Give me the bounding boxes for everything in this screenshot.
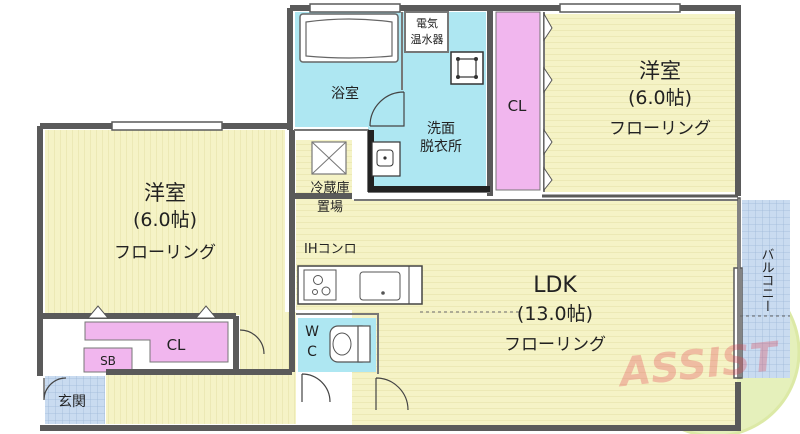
ldk-labels: LDK (13.0帖) フローリング — [504, 273, 606, 355]
hall-connector-floor — [240, 312, 296, 374]
western-room-right-floor — [545, 14, 737, 192]
fridge-label-2: 置場 — [317, 200, 343, 215]
ih-stove-label: IHコンロ — [304, 242, 357, 257]
fridge-space — [311, 141, 347, 175]
hallway-floor — [106, 372, 296, 424]
bathtub — [299, 13, 399, 63]
entrance-label: 玄関 — [58, 393, 86, 410]
closet-right-fill — [495, 11, 541, 191]
bath-label: 浴室 — [331, 85, 359, 102]
water-heater-symbol — [450, 51, 484, 85]
windows — [111, 3, 743, 379]
kitchen-counter — [297, 265, 423, 305]
dashed-lines — [420, 311, 790, 317]
ldk-floor — [352, 200, 737, 425]
ldk-floor-type: フローリング — [504, 335, 606, 355]
washroom-label-2: 脱衣所 — [420, 139, 462, 155]
washroom-baseboard — [368, 186, 490, 192]
western-room-left-name: 洋室 — [144, 181, 186, 205]
western-room-left-floor-type: フローリング — [114, 243, 216, 263]
walls — [37, 5, 741, 431]
balcony-label: バルコニー — [759, 248, 775, 313]
wc-label-c: C — [307, 344, 317, 360]
washbasin — [371, 141, 401, 177]
closet-right-doors — [543, 12, 553, 192]
entrance-floor — [45, 376, 105, 424]
closet-left-doors — [86, 305, 218, 319]
water-heater-label-1: 電気 — [416, 16, 438, 30]
ldk-name: LDK — [533, 273, 577, 298]
western-room-right-labels: 洋室 (6.0帖) フローリング — [609, 59, 711, 139]
washroom-label-1: 洗面 — [427, 121, 455, 137]
washroom-wall-accent — [368, 130, 374, 190]
water-heater-label-2: 温水器 — [411, 33, 444, 46]
wc-label-w: W — [305, 324, 319, 340]
closet-left-fill — [84, 321, 229, 363]
western-room-left-floor — [45, 130, 285, 315]
closet-left-label: CL — [167, 336, 186, 354]
western-room-left-labels: 洋室 (6.0帖) フローリング — [114, 181, 216, 263]
fridge-label-1: 冷蔵庫 — [310, 181, 349, 196]
shoe-box-label: SB — [100, 354, 116, 368]
ldk-size: (13.0帖) — [517, 303, 593, 325]
toilet — [329, 325, 371, 363]
balcony-floor — [742, 200, 790, 378]
doors — [43, 91, 409, 411]
western-room-right-name: 洋室 — [639, 59, 681, 83]
closet-right-label: CL — [508, 97, 527, 115]
western-room-right-floor-type: フローリング — [609, 119, 711, 139]
western-room-right-size: (6.0帖) — [628, 87, 692, 109]
western-room-left-size: (6.0帖) — [133, 209, 197, 231]
